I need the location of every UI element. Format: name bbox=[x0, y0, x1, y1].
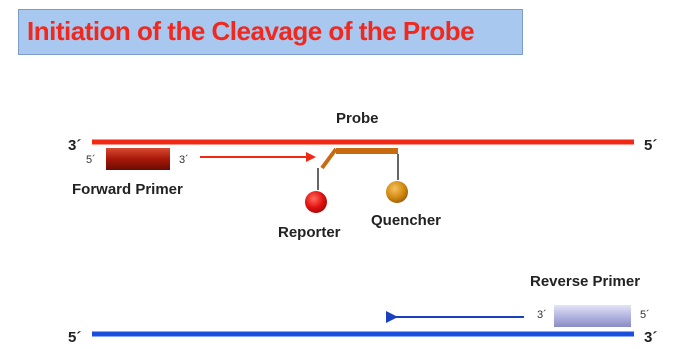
reverse-primer-left-end: 3´ bbox=[537, 309, 547, 321]
bottom-strand-left-end: 5´ bbox=[68, 329, 81, 346]
reporter-dye bbox=[305, 191, 327, 213]
forward-primer-left-end: 5´ bbox=[86, 154, 96, 166]
top-strand-left-end: 3´ bbox=[68, 137, 81, 154]
title-banner: Initiation of the Cleavage of the Probe bbox=[18, 9, 523, 55]
quencher-dye bbox=[386, 181, 408, 203]
page-title: Initiation of the Cleavage of the Probe bbox=[27, 16, 475, 46]
reporter-label: Reporter bbox=[278, 224, 341, 241]
probe-displaced-flap bbox=[320, 147, 338, 170]
forward-primer-bar bbox=[106, 148, 170, 170]
reverse-primer-right-end: 5´ bbox=[640, 309, 650, 321]
probe-label: Probe bbox=[336, 110, 379, 127]
forward-primer-right-end: 3´ bbox=[179, 154, 189, 166]
quencher-label: Quencher bbox=[371, 212, 441, 229]
top-strand-right-end: 5´ bbox=[644, 137, 657, 154]
bottom-strand-right-end: 3´ bbox=[644, 329, 657, 346]
reverse-primer-label: Reverse Primer bbox=[530, 273, 640, 290]
probe-body bbox=[336, 148, 398, 154]
forward-primer-label: Forward Primer bbox=[72, 181, 183, 198]
reverse-primer-bar bbox=[554, 305, 631, 327]
